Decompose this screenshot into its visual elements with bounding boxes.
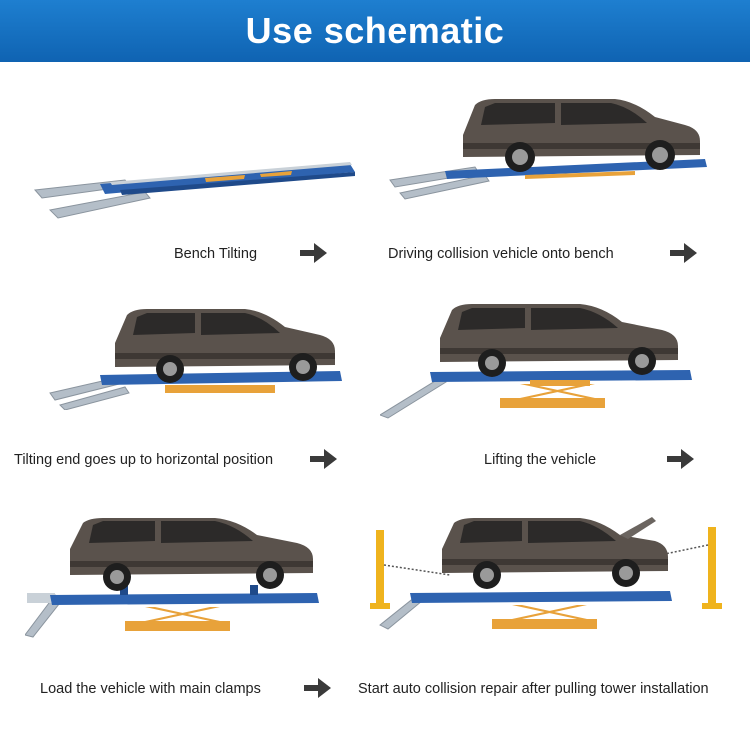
arrow-right-icon xyxy=(670,242,698,264)
illustration-tilting-end-up xyxy=(45,305,345,410)
page-title: Use schematic xyxy=(0,0,750,62)
step-4-caption: Lifting the vehicle xyxy=(484,452,596,468)
step-6-caption: Start auto collision repair after pullin… xyxy=(358,681,709,697)
illustration-lifting-vehicle xyxy=(380,300,700,420)
step-3-caption: Tilting end goes up to horizontal positi… xyxy=(14,452,273,468)
arrow-right-icon xyxy=(310,448,338,470)
arrow-right-icon xyxy=(304,677,332,699)
step-1-caption: Bench Tilting xyxy=(174,246,257,262)
illustration-pulling-towers xyxy=(370,515,725,640)
step-5-caption: Load the vehicle with main clamps xyxy=(40,681,261,697)
arrow-right-icon xyxy=(667,448,695,470)
illustration-bench-tilting xyxy=(30,150,365,230)
step-2-caption: Driving collision vehicle onto bench xyxy=(388,246,614,262)
arrow-right-icon xyxy=(300,242,328,264)
illustration-main-clamps xyxy=(25,515,325,640)
illustration-driving-onto-bench xyxy=(385,95,715,200)
